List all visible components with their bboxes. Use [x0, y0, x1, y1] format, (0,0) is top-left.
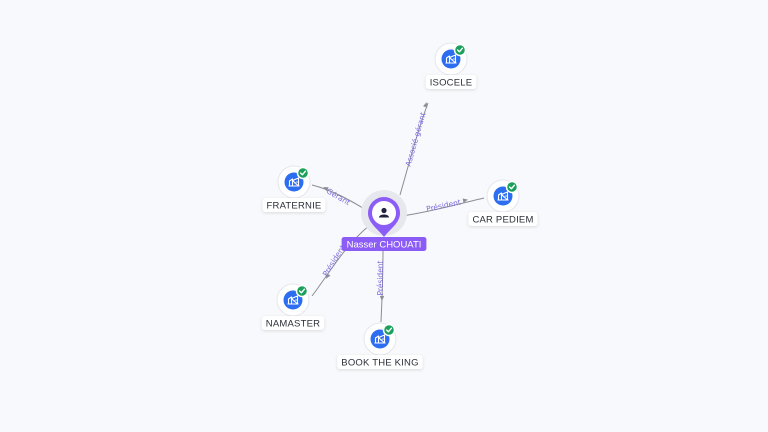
building-icon: [374, 334, 386, 344]
verified-check-icon: [505, 180, 519, 194]
edge-arrow: [323, 187, 329, 192]
edge-arrow: [462, 198, 468, 203]
edge-label: Associé-gérant: [404, 111, 428, 167]
verified-check-icon: [296, 166, 310, 180]
building-icon: [288, 177, 300, 187]
edge-arrow: [423, 102, 428, 108]
building-icon: [445, 54, 457, 64]
edge-line: [311, 224, 371, 297]
building-icon: [287, 295, 299, 305]
company-node-booktheking[interactable]: BOOK THE KING: [337, 322, 423, 369]
edge-label: Gérant: [325, 186, 352, 207]
verified-check-icon: [382, 323, 396, 337]
person-label-background: [341, 237, 427, 251]
edge-line: [401, 197, 485, 217]
person-node[interactable]: Nasser CHOUATI: [341, 190, 427, 251]
edge-line: [380, 247, 384, 323]
verified-check-icon: [295, 284, 309, 298]
company-node-fraternie[interactable]: FRATERNIE: [262, 165, 326, 212]
edge-booktheking: Président: [376, 247, 385, 323]
edge-label: Président: [376, 260, 385, 295]
node-label: NAMASTER: [266, 319, 320, 330]
node-label: CAR PEDIEM: [472, 215, 533, 226]
edge-isocele: Associé-gérant: [399, 102, 429, 196]
node-label-background: [261, 316, 325, 330]
edge-label: Président: [425, 198, 461, 214]
building-icon: [497, 191, 509, 201]
person-icon: [379, 207, 389, 218]
company-node-namaster[interactable]: NAMASTER: [261, 283, 325, 330]
edge-arrow: [325, 273, 331, 279]
node-label: BOOK THE KING: [341, 358, 418, 369]
edge-arrow: [379, 296, 385, 301]
node-label: FRATERNIE: [267, 201, 322, 212]
person-label: Nasser CHOUATI: [347, 240, 422, 251]
node-label-background: [425, 75, 477, 89]
company-node-isocele[interactable]: ISOCELE: [425, 42, 477, 89]
edge-line: [399, 102, 429, 196]
node-label: ISOCELE: [430, 78, 473, 89]
node-label-background: [262, 198, 326, 212]
node-label-background: [337, 355, 423, 369]
verified-check-icon: [453, 43, 467, 57]
company-node-carpediem[interactable]: CAR PEDIEM: [468, 179, 538, 226]
edge-namaster: Président: [311, 224, 371, 297]
node-label-background: [468, 212, 538, 226]
